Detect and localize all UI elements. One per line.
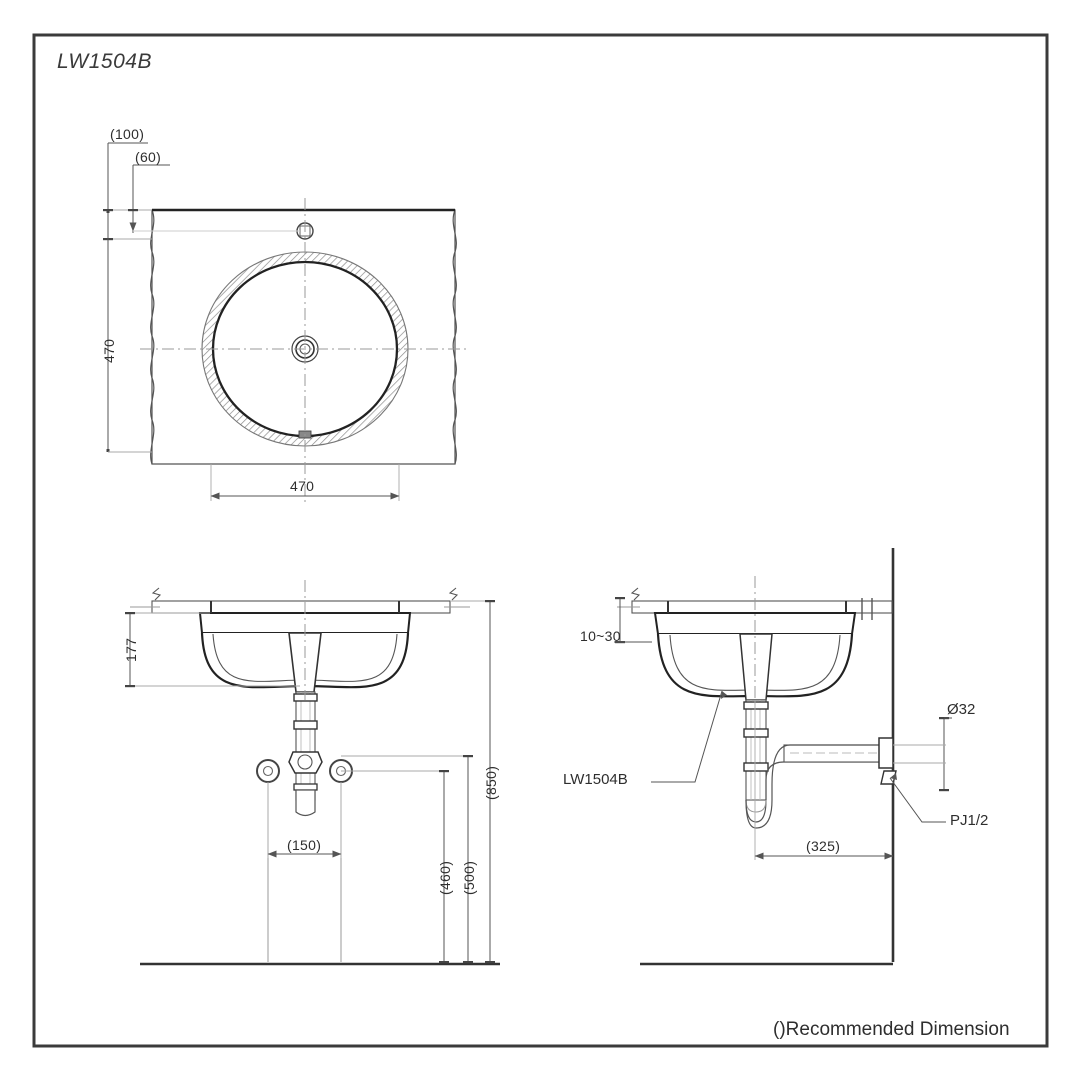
plan-centerlines [140, 198, 470, 505]
p-trap-assembly [743, 699, 897, 829]
plan-view-group [103, 142, 470, 505]
dim-label-10-30: 10~30 [580, 628, 621, 644]
dim-500 [341, 755, 473, 964]
wall-connection-leader [889, 773, 946, 823]
callout-wall-connection: PJ1/2 [950, 812, 989, 829]
dim-label-470-horizontal: 470 [290, 478, 315, 494]
sheet-border [32, 33, 1049, 1048]
dim-label-460: (460) [437, 860, 453, 895]
page-title: LW1504B [57, 50, 152, 73]
dim-10-30 [614, 597, 652, 644]
dim-label-470-vertical: 470 [101, 338, 117, 363]
dim-label-60: (60) [135, 149, 162, 165]
dim-label-177: 177 [123, 637, 139, 662]
side-elevation-group [614, 548, 952, 966]
drain-pipe-front [288, 691, 323, 817]
dim-label-325: (325) [806, 838, 841, 854]
dim-325 [754, 700, 894, 860]
callout-product-lw1504b: LW1504B [563, 771, 628, 788]
footer-note: ()Recommended Dimension [773, 1019, 1010, 1040]
dim-100 [103, 142, 152, 241]
dim-60 [128, 164, 300, 233]
callout-drain-diameter: Ø32 [947, 701, 976, 718]
dim-177 [125, 612, 300, 688]
product-callout-leader [651, 690, 727, 783]
dim-470-vertical [106, 210, 152, 453]
dim-850 [450, 600, 495, 964]
dim-470-horizontal [210, 464, 400, 501]
dim-label-150: (150) [287, 837, 322, 853]
dim-label-850: (850) [483, 765, 499, 800]
dim-label-500: (500) [461, 860, 477, 895]
dim-150 [267, 782, 342, 858]
dim-label-100: (100) [110, 126, 145, 142]
dim-460 [341, 770, 449, 964]
front-elevation-group [125, 580, 500, 966]
dim-dia-32 [893, 717, 952, 792]
